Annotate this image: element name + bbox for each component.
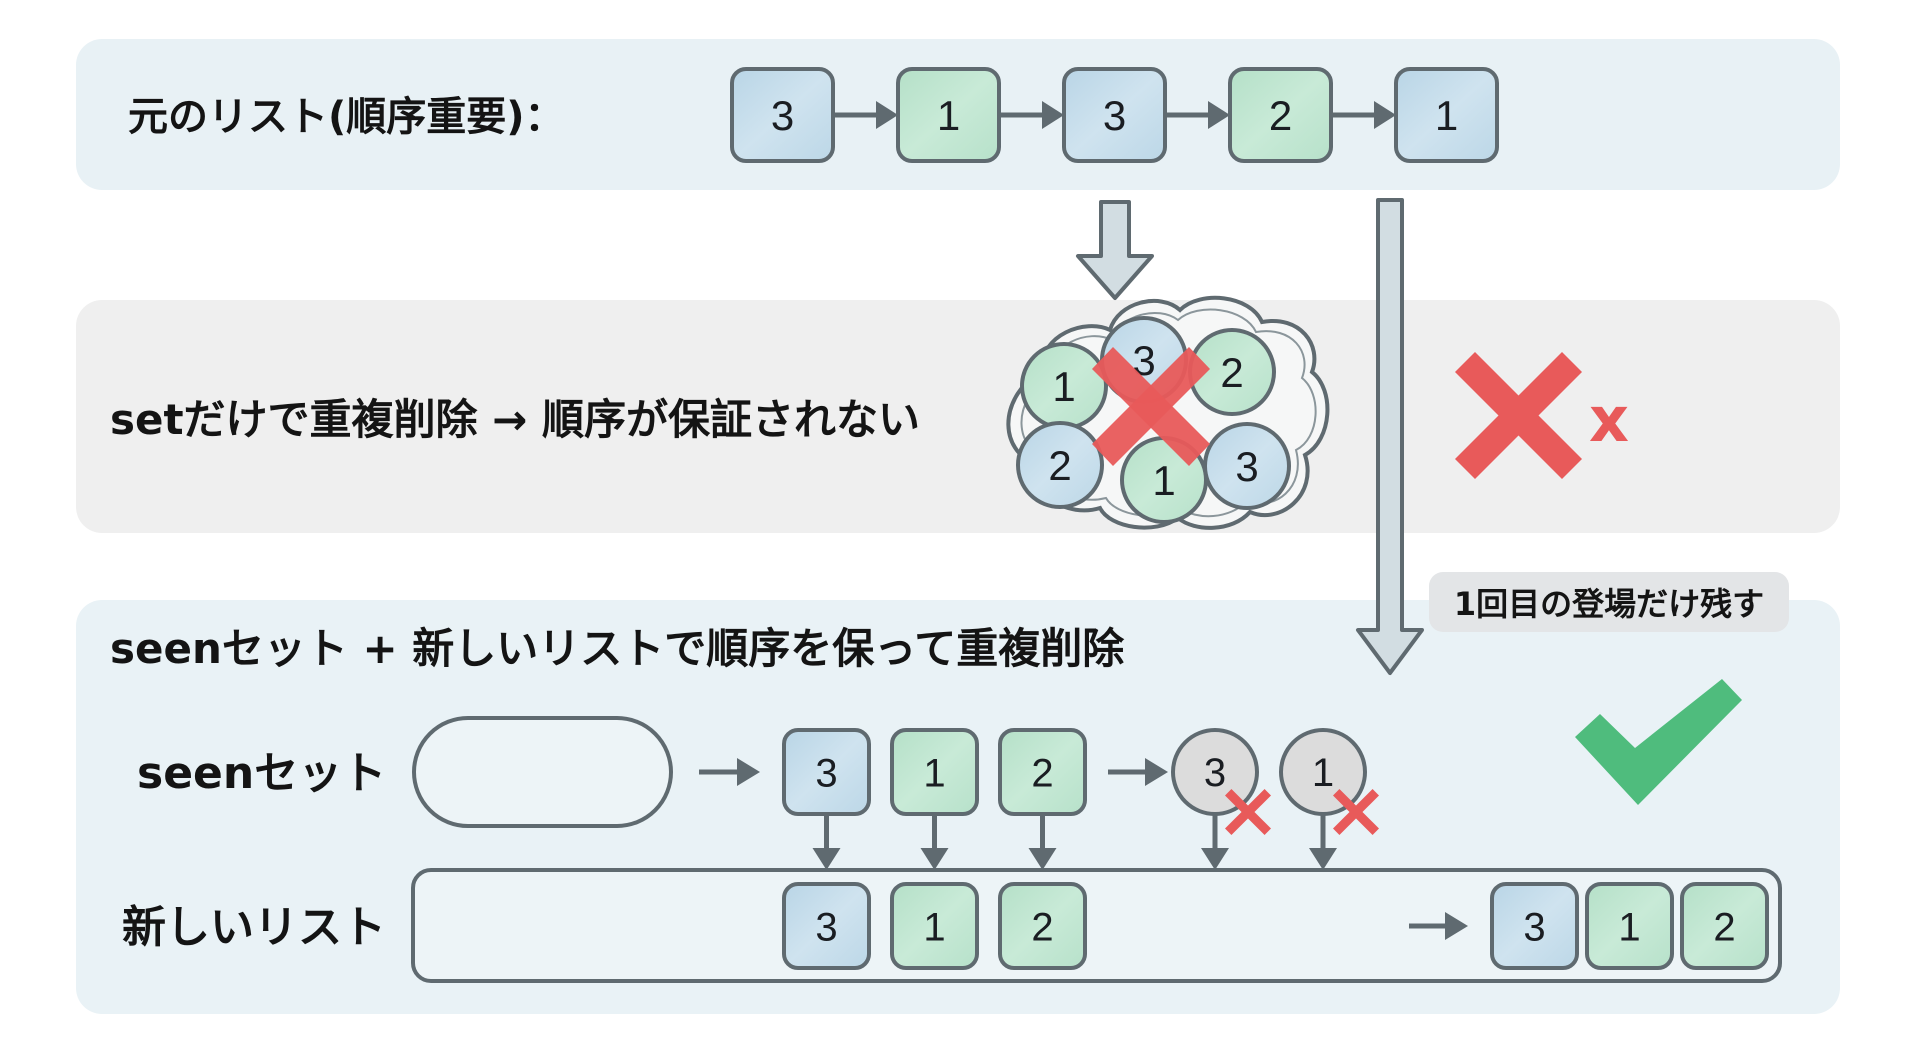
seen-method-title: seenセット + 新しいリストで順序を保って重複削除 [110,624,1125,673]
original-item-5: 1 [1396,69,1497,161]
new-list-item-1: 3 [784,884,869,968]
original-list-title: 元のリスト(順序重要)： [128,94,565,140]
set-element-value: 2 [1048,442,1071,489]
duplicate-item-1: 3 [1173,730,1257,814]
duplicate-value: 3 [1204,751,1226,795]
failure-mark-small: x [1589,383,1629,456]
new-list-item-2: 1 [892,884,977,968]
tag-first-occurrence: 1回目の登場だけ残す [1454,585,1764,623]
new-list-item-3: 2 [1000,884,1085,968]
new-list-row: 3 1 2 [784,884,1085,968]
set-element-value: 2 [1220,349,1243,396]
new-list-item-3-value: 2 [1031,905,1053,949]
result-item-2: 1 [1587,884,1672,968]
set-element-value: 1 [1152,457,1175,504]
original-item-3-value: 3 [1103,92,1126,139]
set-element-1: 1 [1022,344,1106,428]
seen-item-1-value: 3 [815,751,837,795]
set-element-value: 1 [1052,363,1075,410]
original-item-4-value: 2 [1269,92,1292,139]
result-item-3: 2 [1682,884,1767,968]
original-item-5-value: 1 [1435,92,1458,139]
original-item-1-value: 3 [771,92,794,139]
seen-item-3: 2 [1000,730,1085,814]
result-item-2-value: 1 [1618,905,1640,949]
new-list-label: 新しいリスト [122,902,386,953]
result-item-1-value: 3 [1523,905,1545,949]
result-list-row: 3 1 2 [1492,884,1767,968]
set-element-value: 3 [1235,443,1258,490]
duplicate-value: 1 [1312,751,1334,795]
original-item-2-value: 1 [937,92,960,139]
seen-item-2-value: 1 [923,751,945,795]
seen-item-3-value: 2 [1031,751,1053,795]
down-arrow-to-set-icon [1078,202,1152,298]
seen-item-1: 3 [784,730,869,814]
new-list-item-2-value: 1 [923,905,945,949]
set-only-title: setだけで重複削除 → 順序が保証されない [110,395,920,444]
new-list-item-1-value: 3 [815,905,837,949]
seen-items-row: 3 1 2 [784,730,1085,870]
result-item-1: 3 [1492,884,1577,968]
seen-item-2: 1 [892,730,977,814]
original-item-1: 3 [732,69,833,161]
original-item-3: 3 [1064,69,1165,161]
seen-set-container [414,718,671,826]
set-element-6: 3 [1205,424,1289,508]
result-item-3-value: 2 [1713,905,1735,949]
set-element-4: 2 [1018,423,1102,507]
seen-set-label: seenセット [137,748,386,799]
original-item-4: 2 [1230,69,1331,161]
duplicate-item-2: 1 [1281,730,1365,814]
original-item-2: 1 [898,69,999,161]
